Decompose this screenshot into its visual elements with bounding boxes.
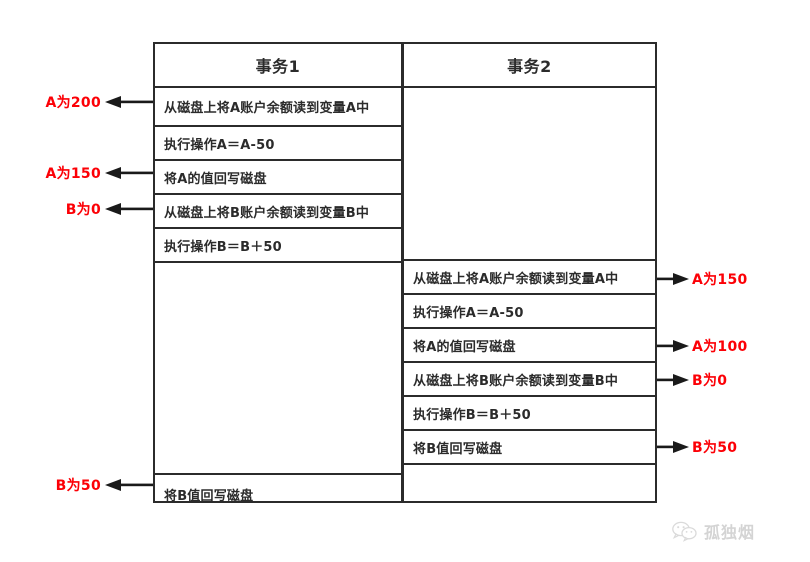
arrow-right-icon — [657, 441, 689, 453]
t2-idle-span-top — [404, 88, 655, 261]
transaction-1-column: 事务1 从磁盘上将A账户余额读到变量A中 执行操作A＝A-50 将A的值回写磁盘… — [153, 42, 403, 504]
t1-step-4: 从磁盘上将B账户余额读到变量B中 — [155, 195, 401, 229]
wechat-icon — [672, 521, 697, 542]
t2-step-5: 执行操作B＝B＋50 — [404, 397, 655, 431]
t1-step-6: 将B值回写磁盘 — [164, 488, 254, 504]
t1-step-3: 将A的值回写磁盘 — [155, 161, 401, 195]
annotation-b-50-right-label: B为50 — [692, 440, 738, 456]
t2-idle-span-bottom — [404, 465, 655, 503]
annotation-b-0-right: B为0 — [657, 370, 727, 390]
annotation-b-0: B为0 — [40, 199, 153, 219]
transaction-2-header: 事务2 — [404, 44, 655, 88]
t1-step-5: 执行操作B＝B＋50 — [155, 229, 401, 263]
arrow-left-icon — [105, 96, 153, 108]
arrow-left-icon — [105, 203, 153, 215]
annotation-a-100-right-label: A为100 — [692, 339, 748, 355]
arrow-right-icon — [657, 374, 689, 386]
watermark-text: 孤独烟 — [704, 523, 756, 542]
watermark: 孤独烟 — [672, 519, 755, 543]
arrow-right-icon — [657, 340, 689, 352]
annotation-a-150-label: A为150 — [45, 166, 101, 182]
annotation-a-200: A为200 — [40, 92, 153, 112]
transaction-1-header: 事务1 — [155, 44, 401, 88]
annotation-a-100-right: A为100 — [657, 336, 748, 356]
annotation-b-50-right: B为50 — [657, 437, 737, 457]
transaction-2-column: 事务2 从磁盘上将A账户余额读到变量A中 执行操作A＝A-50 将A的值回写磁盘… — [402, 42, 657, 503]
t2-step-4: 从磁盘上将B账户余额读到变量B中 — [404, 363, 655, 397]
annotation-b-50-label: B为50 — [55, 478, 101, 494]
t2-step-2: 执行操作A＝A-50 — [404, 295, 655, 329]
t1-step-2: 执行操作A＝A-50 — [155, 127, 401, 161]
annotation-b-0-right-label: B为0 — [692, 373, 728, 389]
annotation-b-0-label: B为0 — [65, 202, 101, 218]
annotation-a-200-label: A为200 — [45, 95, 101, 111]
t2-step-1: 从磁盘上将A账户余额读到变量A中 — [404, 261, 655, 295]
t2-step-3: 将A的值回写磁盘 — [404, 329, 655, 363]
annotation-b-50: B为50 — [40, 475, 153, 495]
annotation-a-150-right-label: A为150 — [692, 272, 748, 288]
t1-step-1: 从磁盘上将A账户余额读到变量A中 — [155, 88, 401, 127]
arrow-left-icon — [105, 479, 153, 491]
arrow-right-icon — [657, 273, 689, 285]
t1-idle-span — [155, 263, 401, 475]
annotation-a-150-right: A为150 — [657, 269, 748, 289]
transaction-schedule-table: 事务1 从磁盘上将A账户余额读到变量A中 执行操作A＝A-50 将A的值回写磁盘… — [153, 42, 657, 504]
t2-step-6: 将B值回写磁盘 — [404, 431, 655, 465]
annotation-a-150: A为150 — [40, 163, 153, 183]
arrow-left-icon — [105, 167, 153, 179]
